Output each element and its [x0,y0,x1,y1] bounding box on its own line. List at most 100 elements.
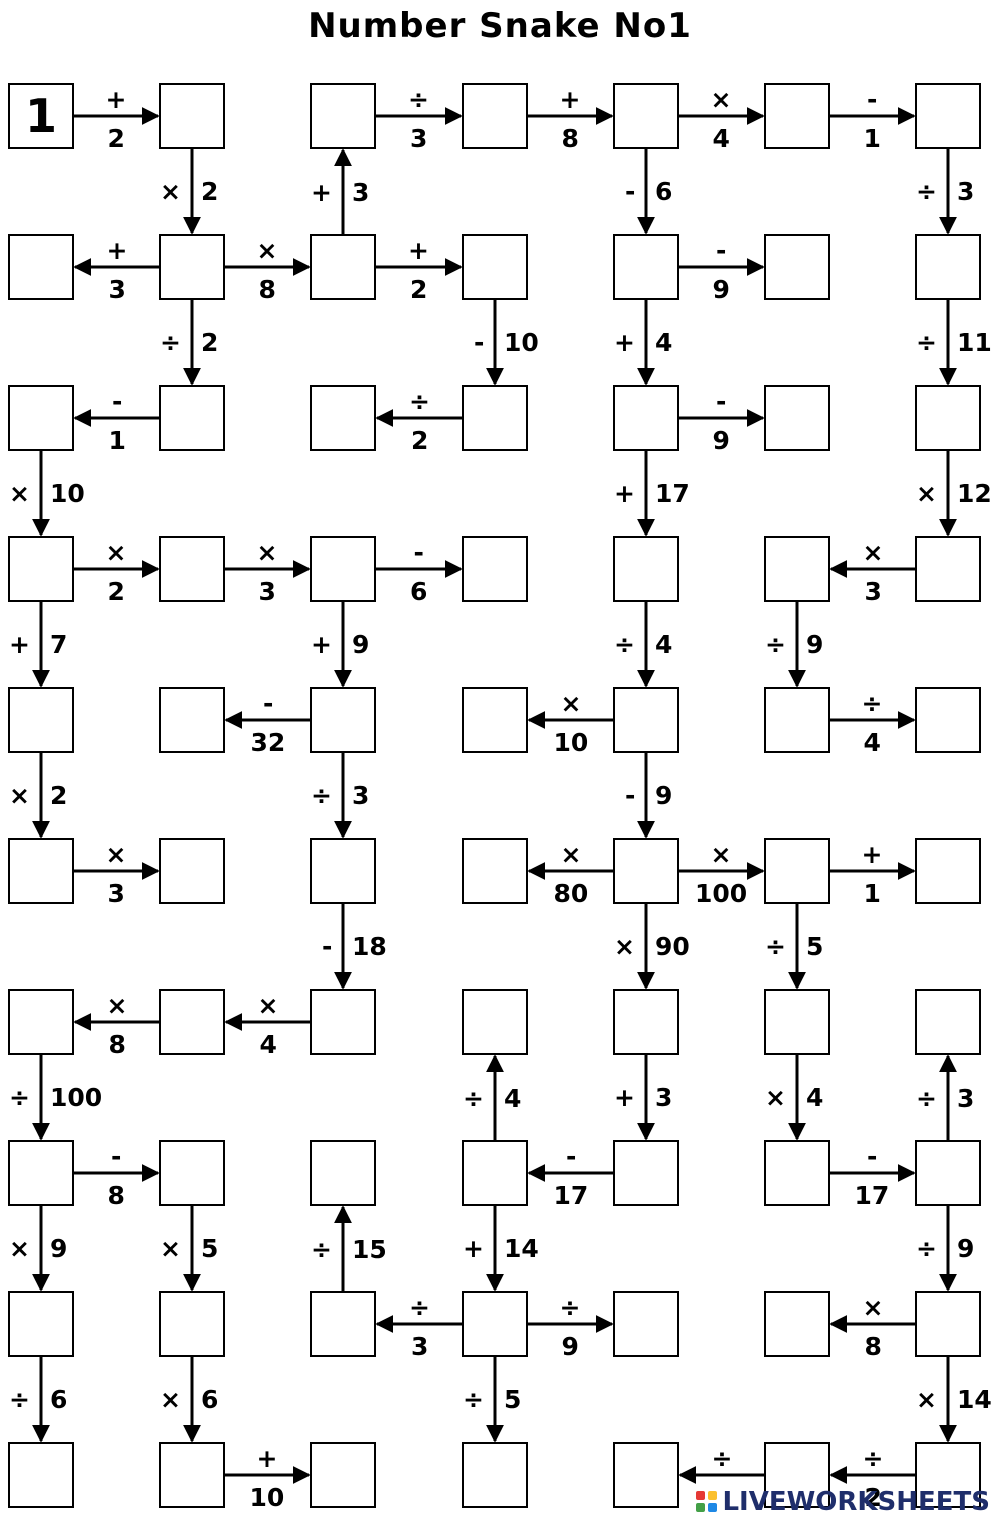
answer-input[interactable] [766,991,828,1053]
answer-input[interactable] [464,689,526,751]
answer-input[interactable] [615,1142,677,1204]
answer-input[interactable] [615,1293,677,1355]
answer-input[interactable] [615,236,677,298]
operation-symbol: × [560,839,582,869]
answer-input[interactable] [615,538,677,600]
answer-input[interactable] [917,236,979,298]
answer-input[interactable] [161,840,223,902]
answer-box [159,989,225,1055]
answer-input[interactable] [766,1444,828,1506]
answer-input[interactable] [464,991,526,1053]
operation-symbol: + [311,177,332,207]
answer-input[interactable] [464,840,526,902]
answer-input[interactable] [10,1293,72,1355]
answer-input[interactable] [917,1293,979,1355]
answer-input[interactable] [10,538,72,600]
answer-input[interactable] [464,1293,526,1355]
answer-input[interactable] [161,1293,223,1355]
operation-symbol: × [710,839,732,869]
answer-input[interactable] [161,689,223,751]
answer-input[interactable] [312,1293,374,1355]
answer-input[interactable] [464,1142,526,1204]
answer-input[interactable] [312,538,374,600]
answer-input[interactable] [312,236,374,298]
operation-symbol: × [710,84,732,114]
answer-input[interactable] [10,689,72,751]
answer-input[interactable] [10,1142,72,1204]
answer-input[interactable] [312,387,374,449]
answer-input[interactable] [312,1444,374,1506]
operation-number: 9 [352,629,370,659]
operation-number: 4 [655,327,673,357]
operation-symbol: + [408,235,429,265]
answer-input[interactable] [312,991,374,1053]
answer-input[interactable] [917,85,979,147]
operation-symbol: × [105,839,127,869]
answer-box [462,1442,528,1508]
answer-input[interactable] [161,1444,223,1506]
answer-input[interactable] [766,1142,828,1204]
answer-input[interactable] [312,840,374,902]
operation-symbol: + [614,478,635,508]
answer-input[interactable] [917,689,979,751]
answer-input[interactable] [161,991,223,1053]
answer-input[interactable] [615,991,677,1053]
operation-number: 8 [561,123,579,153]
operation-number: 10 [553,727,589,757]
answer-input[interactable] [161,236,223,298]
operation-symbol: - [263,688,274,718]
answer-input[interactable] [312,1142,374,1204]
answer-input[interactable] [766,387,828,449]
answer-input[interactable] [10,1444,72,1506]
answer-input[interactable] [766,1293,828,1355]
answer-input[interactable] [917,840,979,902]
operation-symbol: × [160,1384,181,1414]
operation-number: 10 [504,327,539,357]
answer-box [159,83,225,149]
answer-input[interactable] [10,991,72,1053]
operation-number: 32 [250,727,286,757]
answer-box [764,687,830,753]
answer-input[interactable] [10,840,72,902]
answer-input[interactable] [917,1142,979,1204]
operation-symbol: × [106,990,128,1020]
answer-input[interactable] [766,236,828,298]
answer-input[interactable] [464,387,526,449]
answer-box [764,234,830,300]
operation-number: 2 [50,780,68,810]
answer-input[interactable] [615,1444,677,1506]
answer-input[interactable] [161,387,223,449]
answer-box [8,1291,74,1357]
answer-input[interactable] [312,689,374,751]
answer-input[interactable] [615,387,677,449]
answer-input[interactable] [312,85,374,147]
operation-number: 8 [107,1180,125,1210]
answer-input[interactable] [766,85,828,147]
answer-input[interactable] [615,840,677,902]
answer-input[interactable] [10,387,72,449]
answer-input[interactable] [766,538,828,600]
answer-input[interactable] [766,840,828,902]
answer-input[interactable] [161,538,223,600]
answer-input[interactable] [161,1142,223,1204]
answer-box [159,1291,225,1357]
answer-input[interactable] [766,689,828,751]
answer-input[interactable] [917,1444,979,1506]
answer-input[interactable] [464,1444,526,1506]
answer-box [310,1442,376,1508]
answer-input[interactable] [161,85,223,147]
answer-input[interactable] [464,538,526,600]
answer-input[interactable] [917,538,979,600]
answer-box [764,536,830,602]
answer-input[interactable] [917,387,979,449]
answer-input[interactable] [464,85,526,147]
operation-number: 3 [957,176,975,206]
answer-input[interactable] [615,85,677,147]
answer-input[interactable] [917,991,979,1053]
answer-input[interactable] [10,236,72,298]
answer-input[interactable] [464,236,526,298]
operation-symbol: × [105,537,127,567]
answer-box [613,838,679,904]
answer-input[interactable] [615,689,677,751]
